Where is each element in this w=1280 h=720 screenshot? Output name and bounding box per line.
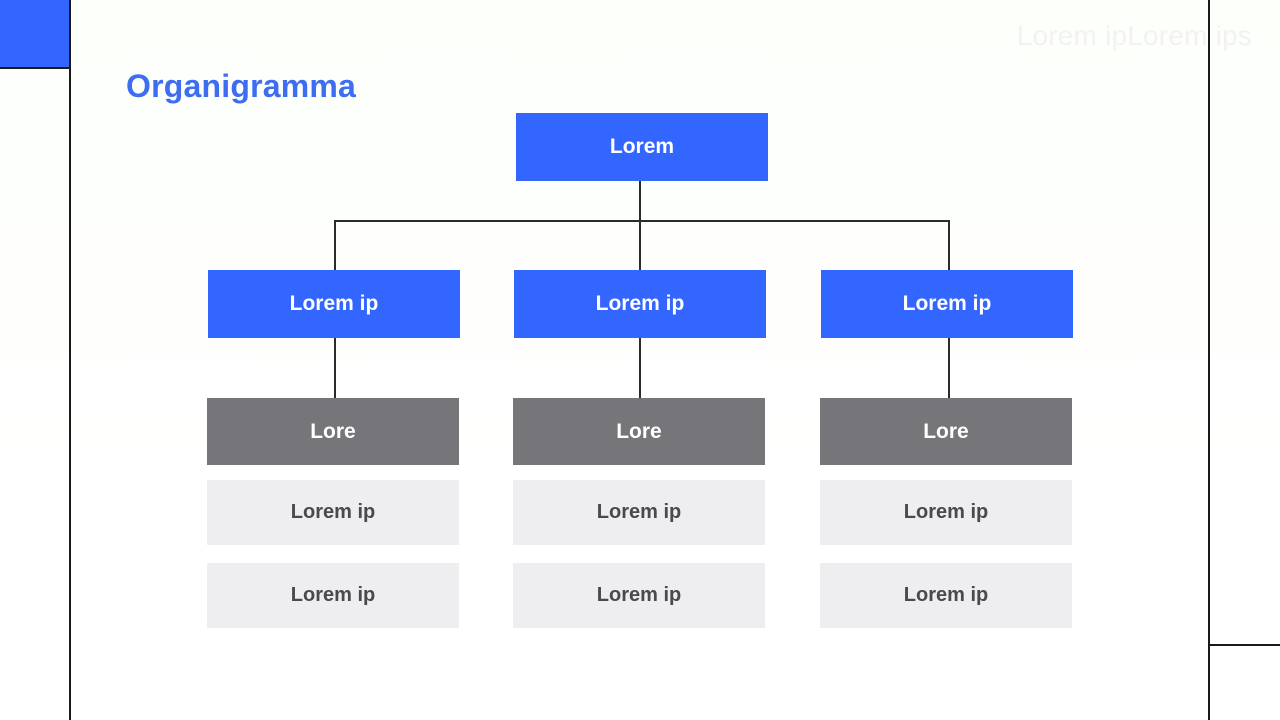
org-node-item-col1-1[interactable]: Lorem ip — [207, 480, 459, 545]
org-node-item-col3-2[interactable]: Lorem ip — [820, 563, 1072, 628]
page-title: Organigramma — [126, 68, 357, 104]
org-node-subhead-col2[interactable]: Lore — [513, 398, 765, 465]
org-node-subhead-col1[interactable]: Lore — [207, 398, 459, 465]
org-node-item-col3-1[interactable]: Lorem ip — [820, 480, 1072, 545]
watermark-text: Lorem ipLorem ips — [1016, 20, 1252, 51]
connector-bus-drop-col3 — [948, 220, 950, 271]
connector-root-drop — [639, 181, 641, 222]
org-node-item-col2-2[interactable]: Lorem ip — [513, 563, 765, 628]
connector-bus-drop-col1 — [334, 220, 336, 271]
connector-head-to-subhead-col1 — [334, 338, 336, 398]
org-node-head-col3[interactable]: Lorem ip — [821, 270, 1073, 338]
org-node-item-col1-2[interactable]: Lorem ip — [207, 563, 459, 628]
connector-horizontal-bus — [334, 220, 950, 222]
corner-accent-block — [0, 0, 69, 67]
connector-head-to-subhead-col2 — [639, 338, 641, 398]
org-node-head-col1[interactable]: Lorem ip — [208, 270, 460, 338]
org-node-head-col2[interactable]: Lorem ip — [514, 270, 766, 338]
org-node-root[interactable]: Lorem — [516, 113, 768, 181]
org-node-subhead-col3[interactable]: Lore — [820, 398, 1072, 465]
connector-bus-drop-col2 — [639, 220, 641, 271]
connector-head-to-subhead-col3 — [948, 338, 950, 398]
org-node-item-col2-1[interactable]: Lorem ip — [513, 480, 765, 545]
